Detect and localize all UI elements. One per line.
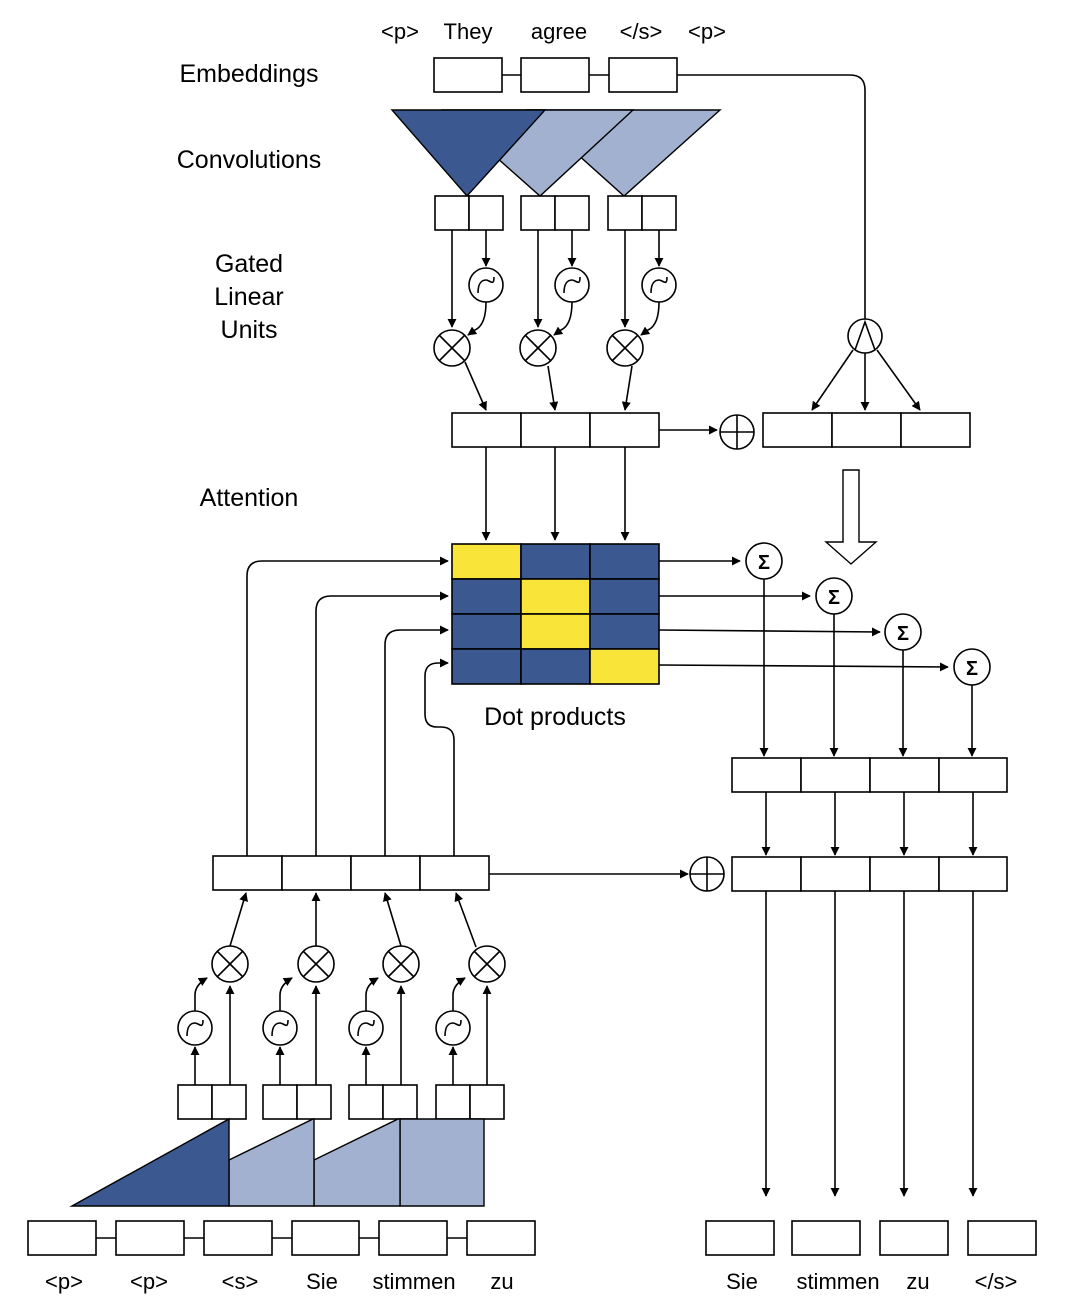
sum-node: Σ (884, 613, 922, 651)
decoder-input-embeddings (27, 1220, 536, 1256)
sum-symbol: Σ (758, 552, 770, 574)
output-token: stimmen (796, 1269, 879, 1294)
sum-symbol: Σ (966, 658, 978, 680)
combined-row (731, 856, 1008, 892)
sigmoid-icon (262, 1010, 298, 1046)
sum-node: Σ (953, 648, 991, 686)
glu-label-line1: Gated (215, 250, 283, 278)
attention-cell (520, 613, 591, 650)
source-embeddings (433, 57, 678, 93)
dot-products-label: Dot products (484, 703, 626, 731)
sigmoid-icon (641, 267, 677, 303)
sigmoid-icon (554, 267, 590, 303)
target-input-token: zu (490, 1269, 513, 1294)
encoder-convolutions (390, 109, 722, 198)
output-token: Sie (726, 1269, 758, 1294)
target-input-token: Sie (306, 1269, 338, 1294)
attention-cell (520, 578, 591, 615)
sum-symbol: Σ (828, 587, 840, 609)
decoder-glu-3 (348, 892, 420, 1085)
encoder-conv-outputs (434, 195, 677, 231)
context-row (731, 757, 1008, 793)
sigmoid-icon (177, 1010, 213, 1046)
source-token: </s> (620, 19, 663, 44)
sum-node: Σ (815, 577, 853, 615)
output-token: </s> (975, 1269, 1018, 1294)
attention-cell (589, 543, 660, 580)
decoder-state-row (212, 855, 490, 891)
decoder-convolutions (69, 1117, 485, 1207)
embedding-residual-line (677, 74, 866, 320)
sum-node: Σ (745, 542, 783, 580)
output-boxes (705, 1220, 1037, 1256)
decoder-conv-outputs (177, 1084, 505, 1120)
encoder-glu-3 (606, 230, 677, 411)
target-input-token: stimmen (372, 1269, 455, 1294)
target-input-token: <s> (222, 1269, 259, 1294)
decoder-glu-1 (177, 892, 249, 1085)
attention-cell (589, 648, 660, 685)
attention-cell (451, 578, 522, 615)
attention-cell (520, 648, 591, 685)
attention-cell (589, 578, 660, 615)
attention-cell (451, 613, 522, 650)
glu-label-line3: Units (221, 316, 278, 344)
sum-symbol: Σ (897, 623, 909, 645)
attention-label: Attention (200, 484, 299, 512)
encoder-glu-1 (433, 230, 504, 411)
source-token: They (444, 19, 493, 44)
decoder-glu-2 (262, 892, 335, 1085)
glu-label-line2: Linear (214, 283, 284, 311)
embeddings-label: Embeddings (180, 60, 319, 88)
down-arrow-icon (824, 469, 878, 565)
source-token: <p> (381, 19, 419, 44)
sigmoid-icon (468, 267, 504, 303)
source-token: agree (531, 19, 587, 44)
attention-matrix (451, 543, 660, 685)
encoder-glu-2 (519, 230, 590, 411)
decoder-glu-4 (435, 892, 506, 1085)
attention-cell (451, 543, 522, 580)
target-input-token: <p> (45, 1269, 83, 1294)
output-token: zu (906, 1269, 929, 1294)
convolutions-label: Convolutions (177, 146, 322, 174)
source-token: <p> (688, 19, 726, 44)
encoder-output-row (451, 412, 660, 448)
sigmoid-icon (435, 1010, 471, 1046)
attention-cell (589, 613, 660, 650)
target-input-token: <p> (130, 1269, 168, 1294)
sigmoid-icon (348, 1010, 384, 1046)
attention-cell (451, 648, 522, 685)
attention-cell (520, 543, 591, 580)
embedding-values-row (762, 412, 971, 448)
